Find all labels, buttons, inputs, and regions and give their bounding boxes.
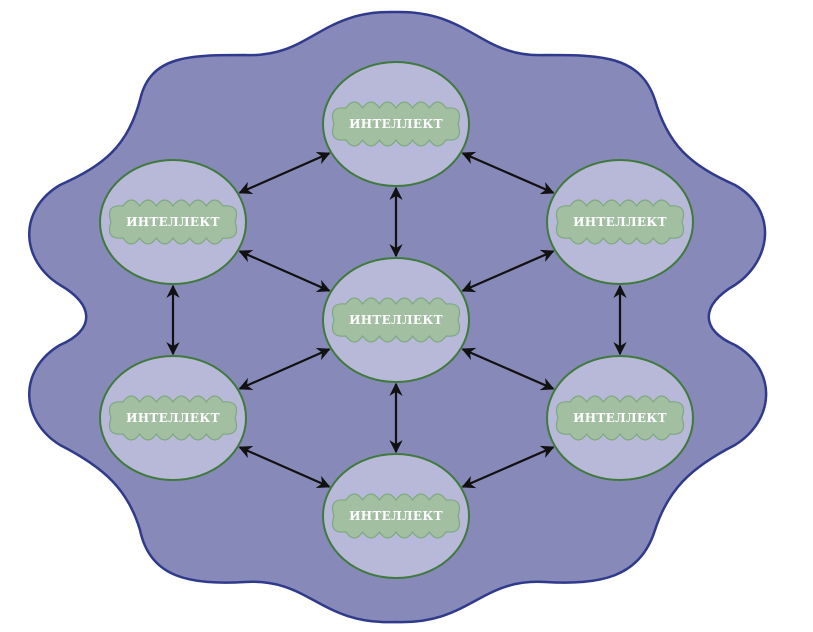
- connector-arrow-lower-left-bottom: [238, 446, 331, 488]
- nodes-layer: ИНТЕЛЛЕКТ ИНТЕЛЛЕКТ ИНТЕЛЛЕКТ ИНТЕЛЛЕКТ ИНТЕ…: [99, 61, 694, 579]
- connector-arrow-top-upper-right: [461, 151, 555, 195]
- node-label: ИНТЕЛЛЕКТ: [349, 509, 443, 523]
- connector-arrow-upper-right-center: [461, 249, 555, 293]
- node-label: ИНТЕЛЛЕКТ: [573, 215, 667, 229]
- node-lower-left: ИНТЕЛЛЕКТ: [99, 355, 247, 481]
- connections-layer: [166, 151, 627, 489]
- cloud-icon: [555, 395, 685, 441]
- cloud-icon: [331, 101, 461, 147]
- node-upper-right: ИНТЕЛЛЕКТ: [546, 159, 694, 285]
- node-center: ИНТЕЛЛЕКТ: [322, 257, 470, 383]
- connector-arrow-center-lower-right: [461, 347, 555, 391]
- connector-arrow-upper-left-center: [238, 250, 331, 292]
- connector-arrow-top-upper-left: [238, 152, 331, 194]
- node-label: ИНТЕЛЛЕКТ: [349, 313, 443, 327]
- cloud-icon: [108, 199, 238, 245]
- node-upper-left: ИНТЕЛЛЕКТ: [99, 159, 247, 285]
- node-label: ИНТЕЛЛЕКТ: [573, 411, 667, 425]
- node-label: ИНТЕЛЛЕКТ: [126, 411, 220, 425]
- node-label: ИНТЕЛЛЕКТ: [126, 215, 220, 229]
- cloud-icon: [555, 199, 685, 245]
- node-label: ИНТЕЛЛЕКТ: [349, 117, 443, 131]
- connector-arrow-lower-right-bottom: [461, 445, 555, 489]
- connector-arrow-center-lower-left: [238, 348, 331, 390]
- node-top: ИНТЕЛЛЕКТ: [322, 61, 470, 187]
- cloud-icon: [331, 493, 461, 539]
- node-bottom: ИНТЕЛЛЕКТ: [322, 453, 470, 579]
- cloud-icon: [108, 395, 238, 441]
- node-lower-right: ИНТЕЛЛЕКТ: [546, 355, 694, 481]
- cloud-icon: [331, 297, 461, 343]
